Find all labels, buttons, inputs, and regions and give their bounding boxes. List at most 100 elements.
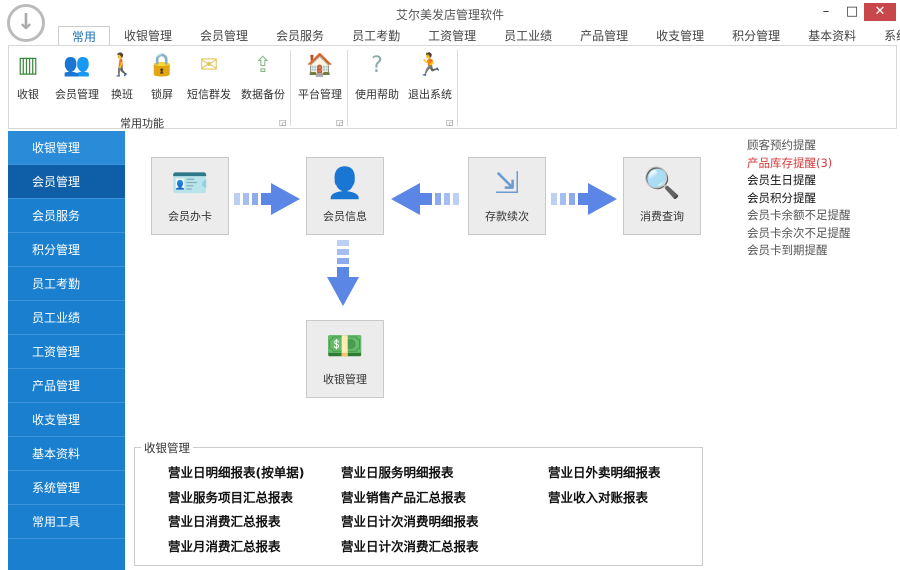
sidebar-item-member-service[interactable]: 会员服务	[8, 199, 125, 233]
tab-salary[interactable]: 工资管理	[428, 29, 477, 43]
tab-basic-data[interactable]: 基本资料	[808, 29, 857, 43]
deposit-node[interactable]: ⇲存款续次	[468, 157, 546, 235]
reminder-balance[interactable]: 会员卡余额不足提醒	[747, 208, 851, 222]
minimize-button[interactable]: –	[822, 4, 830, 19]
backup-icon: ⇪	[253, 52, 273, 78]
close-button[interactable]: ✕	[864, 3, 896, 21]
title-bar: 艾尔美发店管理软件	[0, 0, 900, 26]
group-separator	[347, 50, 348, 126]
button-label: 会员管理	[55, 88, 99, 101]
node-label: 收银管理	[323, 373, 367, 386]
sidebar-item-product[interactable]: 产品管理	[8, 369, 125, 403]
walk-icon: 🚶	[108, 52, 136, 78]
sidebar-item-member[interactable]: 会员管理	[8, 165, 125, 199]
report-link[interactable]: 营业日消费汇总报表	[168, 514, 281, 529]
button-label: 使用帮助	[355, 88, 399, 101]
report-link[interactable]: 营业日计次消费汇总报表	[341, 539, 479, 554]
node-label: 存款续次	[485, 210, 529, 223]
sidebar-item-cashier[interactable]: 收银管理	[8, 131, 125, 165]
id-card-icon: 🪪	[171, 165, 209, 201]
tab-system[interactable]: 系统管理	[884, 29, 900, 43]
sidebar-item-basic-data[interactable]: 基本资料	[8, 437, 125, 471]
help-icon: ?	[371, 52, 383, 78]
window-title: 艾尔美发店管理软件	[395, 8, 504, 22]
report-link[interactable]: 营业服务项目汇总报表	[168, 490, 294, 505]
group-label-common: 常用功能	[120, 117, 164, 130]
group-launcher[interactable]: ◲	[336, 118, 344, 127]
report-link[interactable]: 营业销售产品汇总报表	[341, 490, 467, 505]
sidebar-item-performance[interactable]: 员工业绩	[8, 301, 125, 335]
cash-icon: ▥	[17, 52, 39, 78]
group-launcher[interactable]: ◲	[446, 118, 454, 127]
exit-icon: 🏃	[416, 52, 444, 78]
button-label: 短信群发	[187, 88, 231, 101]
arrow-down-icon	[327, 240, 359, 306]
tab-performance[interactable]: 员工业绩	[504, 29, 553, 43]
sms-button[interactable]: ✉ 短信群发	[185, 50, 233, 102]
sidebar-item-finance[interactable]: 收支管理	[8, 403, 125, 437]
sidebar-item-system[interactable]: 系统管理	[8, 471, 125, 505]
consume-query-node[interactable]: 🔍 消费查询	[623, 157, 701, 235]
reminder-appointment[interactable]: 顾客预约提醒	[747, 138, 816, 152]
shift-button[interactable]: 🚶 换班	[107, 50, 137, 102]
tab-member[interactable]: 会员管理	[200, 29, 249, 43]
cashier-node[interactable]: 💵 收银管理	[306, 320, 384, 398]
maximize-button[interactable]: □	[845, 4, 859, 19]
button-label: 平台管理	[298, 88, 342, 101]
member-manage-button[interactable]: 👥 会员管理	[51, 50, 103, 102]
magnifier-icon: 🔍	[643, 165, 681, 201]
report-link[interactable]: 营业月消费汇总报表	[168, 539, 281, 554]
tab-cashier[interactable]: 收银管理	[124, 29, 173, 43]
sidebar-item-attendance[interactable]: 员工考勤	[8, 267, 125, 301]
report-group	[134, 447, 703, 566]
report-link[interactable]: 营业收入对账报表	[548, 490, 649, 505]
reminder-points[interactable]: 会员积分提醒	[747, 190, 816, 205]
sidebar-item-tools[interactable]: 常用工具	[8, 505, 125, 539]
report-group-title: 收银管理	[141, 440, 193, 456]
arrow-right-icon	[551, 183, 617, 215]
users-icon: 👥	[63, 52, 91, 78]
button-label: 换班	[111, 88, 133, 101]
lock-screen-button[interactable]: 🔒 锁屏	[147, 50, 177, 102]
button-label: 数据备份	[241, 88, 285, 101]
node-label: 会员办卡	[168, 210, 212, 223]
member-card-node[interactable]: 🪪 会员办卡	[151, 157, 229, 235]
ribbon-tabs: 常用 收银管理 会员管理 会员服务 员工考勤 工资管理 员工业绩 产品管理 收支…	[58, 26, 900, 46]
button-label: 收银	[17, 88, 39, 101]
button-label: 退出系统	[408, 88, 452, 101]
tab-common[interactable]: 常用	[58, 26, 111, 46]
tab-attendance[interactable]: 员工考勤	[352, 29, 401, 43]
reminder-stock[interactable]: 产品库存提醒(3)	[747, 155, 833, 170]
tab-product[interactable]: 产品管理	[580, 29, 629, 43]
button-label: 锁屏	[151, 88, 173, 101]
tab-member-service[interactable]: 会员服务	[276, 29, 325, 43]
sidebar-item-salary[interactable]: 工资管理	[8, 335, 125, 369]
backup-button[interactable]: ⇪ 数据备份	[239, 50, 287, 102]
lock-icon: 🔒	[148, 52, 176, 78]
arrow-right-icon	[234, 183, 300, 215]
platform-button[interactable]: 🏠 平台管理	[296, 50, 344, 102]
reminder-birthday[interactable]: 会员生日提醒	[747, 173, 816, 187]
home-icon: 🏠	[306, 52, 334, 78]
report-link[interactable]: 营业日明细报表(按单据)	[168, 465, 305, 480]
reminder-expiry[interactable]: 会员卡到期提醒	[747, 243, 828, 257]
tab-points[interactable]: 积分管理	[732, 29, 781, 43]
report-link[interactable]: 营业日计次消费明细报表	[341, 514, 479, 529]
exit-button[interactable]: 🏃 退出系统	[406, 50, 454, 102]
report-link[interactable]: 营业日服务明细报表	[341, 465, 454, 480]
sidebar: 收银管理 会员管理 会员服务 积分管理 员工考勤 员工业绩 工资管理 产品管理 …	[8, 131, 125, 570]
node-label: 消费查询	[640, 210, 684, 223]
reminder-times[interactable]: 会员卡余次不足提醒	[747, 225, 851, 240]
report-link[interactable]: 营业日外卖明细报表	[548, 465, 661, 480]
group-launcher[interactable]: ◲	[279, 118, 287, 127]
sidebar-item-points[interactable]: 积分管理	[8, 233, 125, 267]
help-button[interactable]: ? 使用帮助	[353, 50, 401, 102]
app-menu-button[interactable]: ↓	[7, 4, 45, 42]
cashier-button[interactable]: ▥ 收银	[11, 50, 45, 102]
cash-icon: 💵	[326, 328, 364, 364]
group-separator	[290, 50, 291, 126]
mail-icon: ✉	[199, 52, 219, 78]
member-info-node[interactable]: 👤会员信息	[306, 157, 384, 235]
tab-finance[interactable]: 收支管理	[656, 29, 705, 43]
node-label: 会员信息	[323, 210, 367, 223]
